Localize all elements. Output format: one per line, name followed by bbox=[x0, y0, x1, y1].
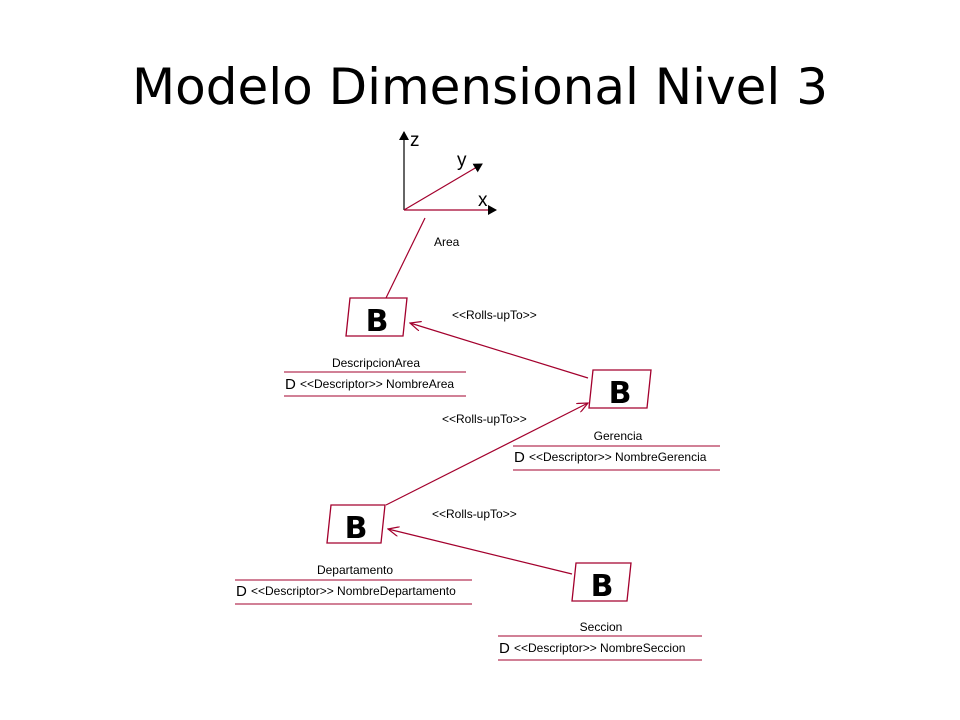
axis-x-label: x bbox=[478, 190, 488, 211]
descriptor-letter: D bbox=[236, 583, 247, 600]
b-level-icon: B bbox=[591, 569, 614, 604]
level-name: Departamento bbox=[317, 563, 393, 577]
rollup-arrow-gerencia-area bbox=[410, 323, 589, 379]
level-descriptor: <<Descriptor>> NombreArea bbox=[300, 377, 454, 391]
b-level-icon: B bbox=[609, 376, 632, 411]
level-box bbox=[326, 504, 386, 544]
level-descriptor: <<Descriptor>> NombreSeccion bbox=[514, 641, 685, 655]
level-box bbox=[588, 369, 652, 409]
dimension-label: Area bbox=[434, 235, 460, 249]
level-name: DescripcionArea bbox=[332, 356, 420, 370]
rollup-label-gerencia-area: <<Rolls-upTo>> bbox=[452, 308, 537, 322]
level-area[interactable]: B DescripcionArea D <<Descriptor>> Nombr… bbox=[284, 297, 466, 397]
dimension-connector bbox=[384, 217, 426, 301]
level-departamento[interactable]: B Departamento D <<Descriptor>> NombreDe… bbox=[235, 504, 472, 605]
descriptor-letter: D bbox=[285, 376, 296, 393]
descriptor-letter: D bbox=[499, 640, 510, 657]
rollup-label-seccion-departamento: <<Rolls-upTo>> bbox=[432, 507, 517, 521]
axis-z-label: z bbox=[410, 130, 420, 151]
descriptor-letter: D bbox=[514, 449, 525, 466]
level-gerencia[interactable]: B Gerencia D <<Descriptor>> NombreGerenc… bbox=[513, 369, 720, 471]
rollup-arrow-seccion-departamento bbox=[388, 529, 573, 575]
level-seccion[interactable]: B Seccion D <<Descriptor>> NombreSeccion bbox=[498, 562, 702, 661]
level-name: Gerencia bbox=[594, 429, 643, 443]
rollup-label-departamento-gerencia: <<Rolls-upTo>> bbox=[442, 412, 527, 426]
level-descriptor: <<Descriptor>> NombreGerencia bbox=[529, 450, 707, 464]
page-title: Modelo Dimensional Nivel 3 bbox=[131, 58, 829, 116]
level-descriptor: <<Descriptor>> NombreDepartamento bbox=[251, 584, 456, 598]
level-name: Seccion bbox=[580, 620, 623, 634]
level-box bbox=[571, 562, 632, 602]
level-box bbox=[345, 297, 408, 337]
axis-y-label: y bbox=[457, 150, 467, 171]
b-level-icon: B bbox=[345, 511, 368, 546]
rollup-arrow-departamento-gerencia bbox=[385, 403, 588, 506]
cube-axes-icon: z y x bbox=[399, 130, 497, 215]
b-level-icon: B bbox=[366, 304, 389, 339]
